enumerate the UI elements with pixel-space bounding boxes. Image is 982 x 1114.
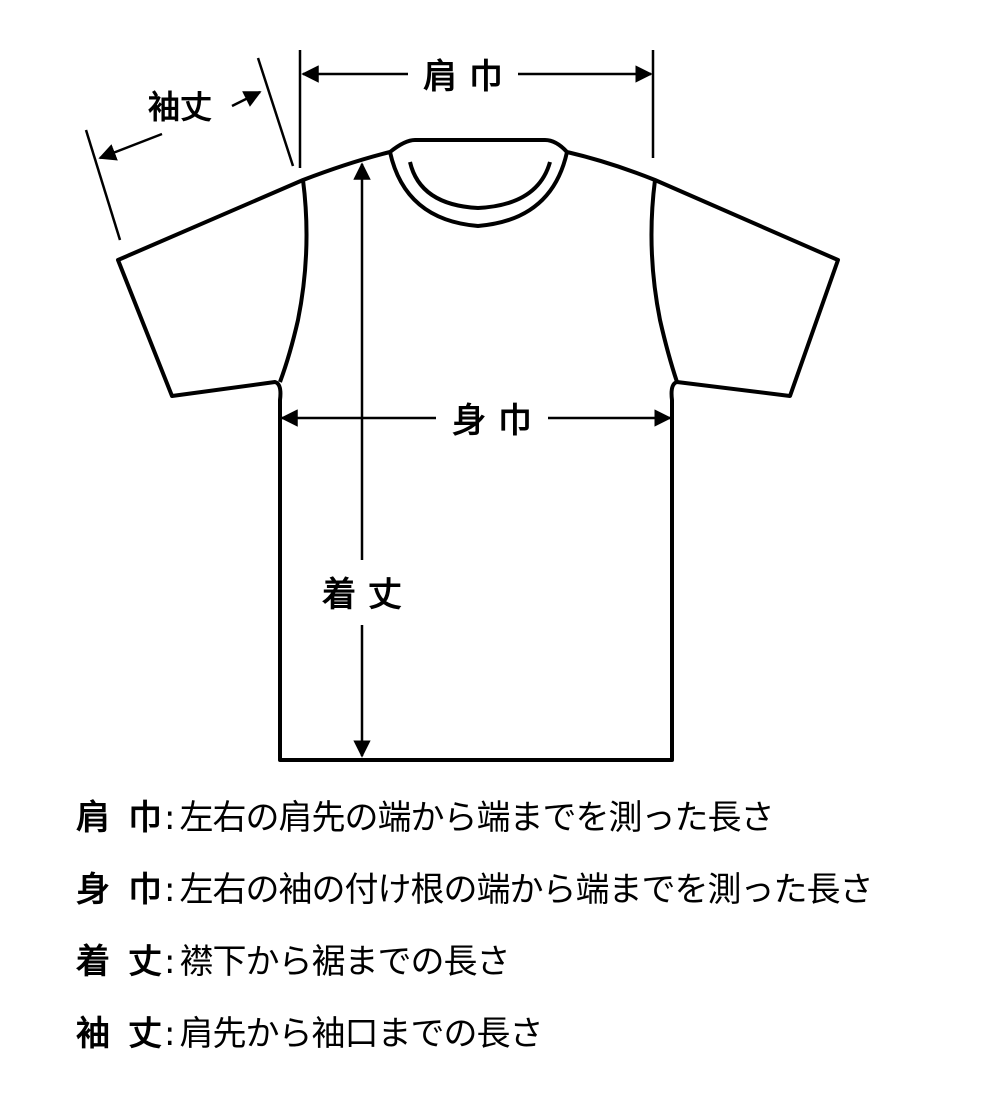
tshirt-body xyxy=(116,138,840,762)
legend-row-shoulder-width: 肩 巾 : 左右の肩先の端から端までを測った長さ xyxy=(76,790,976,862)
legend-term-char: 巾 xyxy=(128,798,162,838)
legend: 肩 巾 : 左右の肩先の端から端までを測った長さ 身 巾 : 左右の袖の付け根の… xyxy=(76,790,976,1078)
left-armhole-seam xyxy=(278,179,309,383)
legend-colon: : xyxy=(164,942,176,982)
legend-colon: : xyxy=(164,1014,176,1054)
sleeve-ext-bottom xyxy=(84,129,122,241)
collar-outer xyxy=(388,151,569,228)
sleeve-arrow-bottom xyxy=(98,132,163,161)
legend-term: 肩 巾 xyxy=(76,790,162,839)
legend-desc: 左右の肩先の端から端までを測った長さ xyxy=(179,798,774,838)
sleeve-ext-top xyxy=(256,57,295,167)
legend-term-char: 肩 xyxy=(76,798,110,838)
sleeve-arrow-top xyxy=(231,90,262,108)
legend-term-char: 巾 xyxy=(128,870,162,910)
legend-term: 袖 丈 xyxy=(76,1006,162,1055)
legend-colon: : xyxy=(164,870,176,910)
label-shoulder-width: 肩 巾 xyxy=(423,57,503,97)
tshirt-outline xyxy=(116,138,840,762)
measurement-lines xyxy=(84,50,672,758)
legend-term-char: 丈 xyxy=(128,1014,162,1054)
right-armhole-seam xyxy=(649,179,679,383)
label-length: 着 丈 xyxy=(321,575,402,615)
legend-colon: : xyxy=(164,798,176,838)
tshirt-measurement-diagram: 肩 巾 身 巾 着 丈 袖丈 xyxy=(84,50,840,762)
legend-desc: 左右の袖の付け根の端から端までを測った長さ xyxy=(179,870,873,910)
legend-term-char: 袖 xyxy=(76,1014,110,1054)
collar-inner xyxy=(408,161,552,210)
legend-row-length: 着 丈 : 襟下から裾までの長さ xyxy=(76,934,976,1006)
legend-term-char: 丈 xyxy=(128,942,162,982)
legend-row-body-width: 身 巾 : 左右の袖の付け根の端から端までを測った長さ xyxy=(76,862,976,934)
legend-desc: 肩先から袖口までの長さ xyxy=(179,1014,543,1054)
legend-desc: 襟下から裾までの長さ xyxy=(179,942,510,982)
legend-term-char: 身 xyxy=(76,870,110,910)
legend-term: 身 巾 xyxy=(76,862,162,911)
legend-term-char: 着 xyxy=(76,942,110,982)
label-body-width: 身 巾 xyxy=(452,401,532,441)
label-sleeve-length: 袖丈 xyxy=(148,88,212,126)
legend-row-sleeve-length: 袖 丈 : 肩先から袖口までの長さ xyxy=(76,1006,976,1078)
legend-term: 着 丈 xyxy=(76,934,162,983)
